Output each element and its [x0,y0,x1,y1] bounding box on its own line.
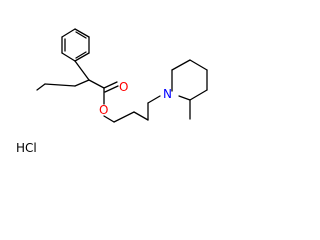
bond [36,83,46,91]
bond [44,83,76,87]
bond [61,52,76,62]
piperidine-ring [171,59,208,120]
hcl-label: HCl [16,141,37,155]
oxygen-carbonyl-label: O [119,80,128,94]
bond [147,95,161,104]
carbonyl-bond-2 [104,85,119,93]
propyl-linker [147,95,161,121]
bond [88,79,105,89]
double-bond-inner [75,31,87,39]
chemical-structure: O O N HCl [16,28,208,155]
bond [178,95,191,101]
double-bond-inner [75,51,87,59]
oxygen-ester-label: O [99,103,108,117]
ester-group [88,79,149,123]
bond [74,28,90,38]
bond [189,89,208,101]
bond [103,115,115,123]
carbonyl-bond [103,81,118,89]
nitrogen-label: N [163,87,172,101]
phenyl-ring [61,28,90,62]
bond [74,79,90,87]
bond [171,59,191,71]
bond [74,52,90,62]
bond [189,59,208,71]
bond [61,28,76,38]
bond [74,60,90,81]
bond [113,111,135,123]
bond [133,111,149,121]
butanoyl-chain [36,60,90,91]
